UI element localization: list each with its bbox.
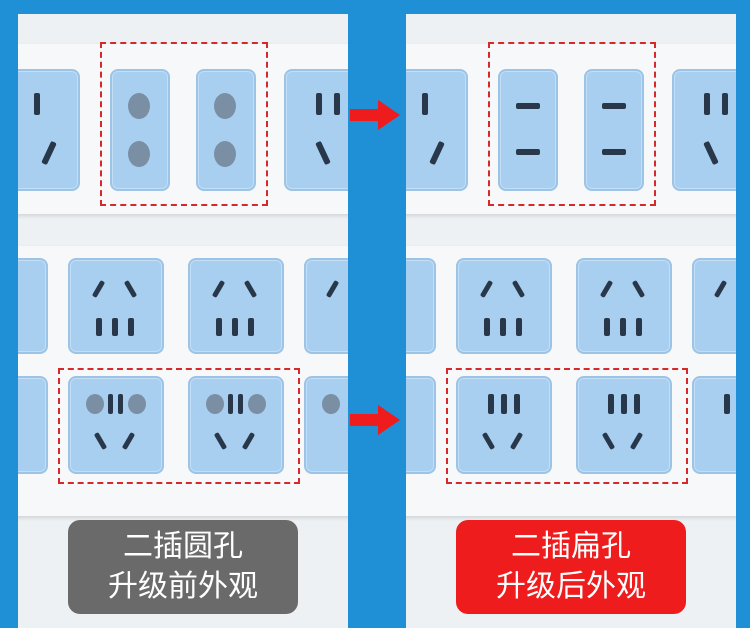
- socket-five-hole-flat: [456, 376, 552, 474]
- socket-five-hole: [68, 258, 164, 354]
- socket-three-pin: [284, 69, 348, 191]
- highlight-box-bottom: [446, 368, 688, 484]
- socket-five-hole-round: [68, 376, 164, 474]
- power-strip-top: [406, 44, 736, 214]
- socket-five-hole: [576, 258, 672, 354]
- socket-five-hole: [188, 258, 284, 354]
- socket-two-pin-round: [196, 69, 256, 191]
- socket-partial: [304, 258, 348, 354]
- socket-partial: [406, 258, 436, 354]
- caption-line-2: 升级后外观: [496, 569, 646, 604]
- socket-partial: [406, 376, 436, 474]
- socket-two-pin-round: [110, 69, 170, 191]
- after-panel: 二插扁孔 升级后外观: [406, 14, 736, 628]
- before-panel: 二插圆孔 升级前外观: [18, 14, 348, 628]
- socket-five-hole: [456, 258, 552, 354]
- highlight-box-bottom: [58, 368, 300, 484]
- before-caption: 二插圆孔 升级前外观: [68, 520, 298, 614]
- caption-line-1: 二插圆孔: [123, 529, 243, 564]
- highlight-box-top: [100, 42, 268, 206]
- power-strip-bottom: [18, 246, 348, 516]
- power-strip-top: [18, 44, 348, 214]
- socket-partial: [692, 376, 736, 474]
- socket-two-pin-flat: [498, 69, 558, 191]
- caption-line-2: 升级前外观: [108, 569, 258, 604]
- right-arrow-icon: [350, 100, 400, 130]
- socket-five-hole-flat: [576, 376, 672, 474]
- after-caption: 二插扁孔 升级后外观: [456, 520, 686, 614]
- right-arrow-icon: [350, 405, 400, 435]
- socket-three-pin: [18, 69, 80, 191]
- socket-partial: [692, 258, 736, 354]
- power-strip-bottom: [406, 246, 736, 516]
- socket-two-pin-flat: [584, 69, 644, 191]
- socket-five-hole-round: [188, 376, 284, 474]
- socket-partial: [18, 376, 48, 474]
- highlight-box-top: [488, 42, 656, 206]
- socket-three-pin: [406, 69, 468, 191]
- caption-line-1: 二插扁孔: [511, 529, 631, 564]
- socket-partial: [304, 376, 348, 474]
- socket-three-pin: [672, 69, 736, 191]
- socket-partial: [18, 258, 48, 354]
